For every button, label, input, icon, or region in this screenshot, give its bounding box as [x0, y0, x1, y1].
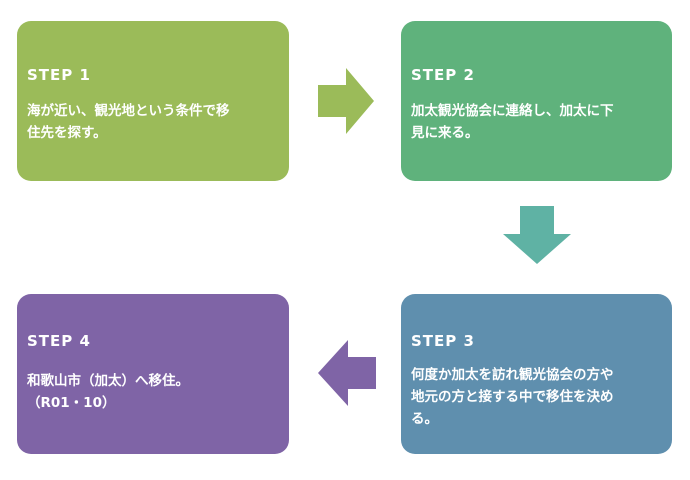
step-4-body: 和歌山市（加太）へ移住。 （R01・10）: [27, 373, 189, 411]
step-2-box: STEP 2 加太観光協会に連絡し、加太に下 見に来る。: [401, 21, 672, 181]
step-1-title: STEP 1: [27, 66, 91, 84]
step-1-body: 海が近い、観光地という条件で移 住先を探す。: [27, 103, 230, 141]
step-4-box: STEP 4 和歌山市（加太）へ移住。 （R01・10）: [17, 294, 289, 454]
step-4-title: STEP 4: [27, 332, 91, 350]
step-3-title: STEP 3: [411, 332, 475, 350]
step-3-body: 何度か加太を訪れ観光協会の方や 地元の方と接する中で移住を決め る。: [411, 367, 614, 427]
arrow-down-icon: [503, 206, 571, 264]
step-3-box: STEP 3 何度か加太を訪れ観光協会の方や 地元の方と接する中で移住を決め る…: [401, 294, 672, 454]
step-1-box: STEP 1 海が近い、観光地という条件で移 住先を探す。: [17, 21, 289, 181]
step-2-title: STEP 2: [411, 66, 475, 84]
arrow-left-icon: [318, 340, 376, 406]
step-2-body: 加太観光協会に連絡し、加太に下 見に来る。: [411, 103, 614, 141]
arrow-right-icon: [318, 68, 374, 134]
